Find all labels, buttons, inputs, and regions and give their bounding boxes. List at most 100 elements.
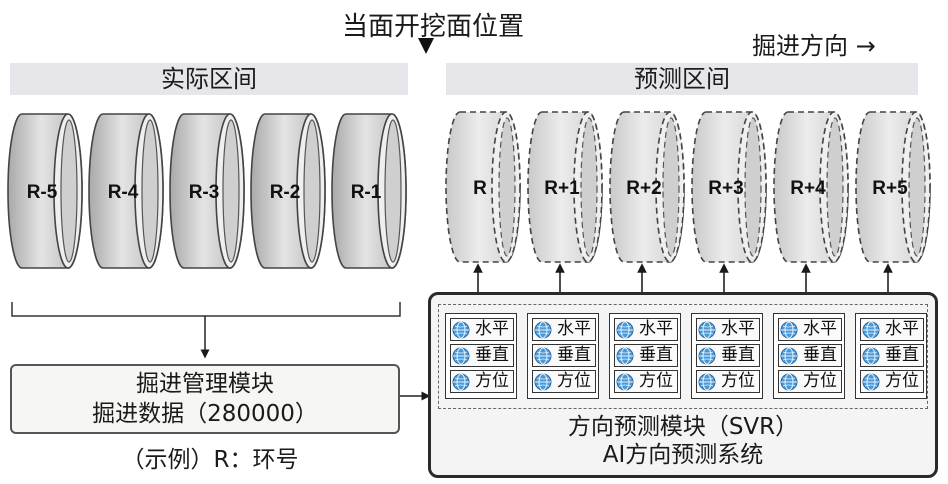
ring-label: R-3: [189, 182, 220, 203]
output-cell: 垂直: [614, 344, 678, 367]
output-cell: 方位: [778, 370, 842, 393]
predicted-ring-rplus3: R+3: [691, 111, 767, 263]
globe-icon: [862, 373, 880, 391]
output-cell: 方位: [614, 370, 678, 393]
ai-system-title: AI方向预测系统: [602, 442, 764, 468]
ai-direction-prediction-system: 水平垂直方位水平垂直方位水平垂直方位水平垂直方位水平垂直方位水平垂直方位 方向预…: [428, 292, 938, 478]
output-label: 方位: [639, 371, 673, 391]
mgmt-module-data: 掘进数据（280000）: [92, 401, 318, 427]
predicted-ring-r: R: [445, 111, 521, 263]
predicted-ring-group: R R+1 R+2 R+3 R+4 R+5: [445, 111, 931, 263]
output-cell: 垂直: [860, 344, 924, 367]
svr-output-box: 水平垂直方位: [773, 313, 845, 399]
output-cell: 方位: [450, 370, 514, 393]
globe-icon: [862, 347, 880, 365]
actual-ring-r-2: R-2: [250, 113, 326, 269]
output-cell: 水平: [532, 318, 596, 341]
output-cell: 水平: [860, 318, 924, 341]
excavation-management-module: 掘进管理模块 掘进数据（280000）: [10, 364, 400, 434]
ring-label: R+5: [872, 178, 908, 199]
globe-icon: [534, 347, 552, 365]
actual-ring-r-5: R-5: [7, 113, 83, 269]
globe-icon: [452, 321, 470, 339]
output-cell: 方位: [860, 370, 924, 393]
output-label: 垂直: [803, 345, 837, 365]
globe-icon: [616, 321, 634, 339]
ring-label: R+2: [626, 178, 661, 199]
output-label: 垂直: [721, 345, 755, 365]
svr-output-group: 水平垂直方位水平垂直方位水平垂直方位水平垂直方位水平垂直方位水平垂直方位: [431, 295, 935, 415]
output-label: 水平: [885, 319, 919, 339]
output-cell: 方位: [696, 370, 760, 393]
output-cell: 水平: [778, 318, 842, 341]
output-cell: 垂直: [778, 344, 842, 367]
ring-label: R+4: [790, 178, 826, 199]
globe-icon: [780, 373, 798, 391]
output-label: 垂直: [639, 345, 673, 365]
advance-direction-label: 掘进方向 →: [752, 32, 876, 60]
output-label: 垂直: [475, 345, 509, 365]
predicted-ring-rplus4: R+4: [773, 111, 849, 263]
output-cell: 垂直: [532, 344, 596, 367]
actual-bracket: [11, 302, 401, 317]
output-label: 方位: [721, 371, 755, 391]
predicted-ring-rplus1: R+1: [527, 111, 603, 263]
globe-icon: [452, 373, 470, 391]
ring-label: R+1: [544, 178, 580, 199]
direction-prediction-module: [438, 304, 928, 409]
svr-output-box: 水平垂直方位: [691, 313, 763, 399]
ring-number-note: （示例）R：环号: [121, 447, 299, 473]
globe-icon: [534, 321, 552, 339]
actual-ring-r-3: R-3: [169, 113, 245, 269]
actual-ring-r-4: R-4: [88, 113, 164, 269]
predicted-interval-band: 预测区间: [446, 63, 918, 95]
globe-icon: [780, 321, 798, 339]
output-cell: 垂直: [696, 344, 760, 367]
actual-ring-group: R-5 R-4 R-3 R-2 R-1: [7, 113, 407, 269]
output-label: 方位: [557, 371, 591, 391]
svr-output-box: 水平垂直方位: [855, 313, 927, 399]
ring-label: R-1: [351, 182, 382, 203]
svr-output-box: 水平垂直方位: [527, 313, 599, 399]
globe-icon: [780, 347, 798, 365]
output-label: 水平: [475, 319, 509, 339]
output-label: 水平: [639, 319, 673, 339]
output-cell: 水平: [696, 318, 760, 341]
globe-icon: [698, 347, 716, 365]
output-cell: 水平: [450, 318, 514, 341]
ring-label: R-2: [270, 182, 301, 203]
output-cell: 垂直: [450, 344, 514, 367]
output-label: 垂直: [557, 345, 591, 365]
ring-label: R: [473, 178, 487, 199]
excavation-face-label: 当面开挖面位置: [341, 12, 524, 42]
output-label: 水平: [803, 319, 837, 339]
predicted-interval-title: 预测区间: [634, 65, 730, 93]
globe-icon: [534, 373, 552, 391]
ring-label: R-5: [27, 182, 58, 203]
actual-interval-band: 实际区间: [10, 63, 408, 95]
globe-icon: [698, 373, 716, 391]
output-label: 垂直: [885, 345, 919, 365]
globe-icon: [698, 321, 716, 339]
output-cell: 方位: [532, 370, 596, 393]
ring-label: R-4: [108, 182, 139, 203]
globe-icon: [862, 321, 880, 339]
svr-output-box: 水平垂直方位: [445, 313, 517, 399]
output-label: 方位: [803, 371, 837, 391]
globe-icon: [616, 373, 634, 391]
output-label: 水平: [721, 319, 755, 339]
output-label: 水平: [557, 319, 591, 339]
svr-output-box: 水平垂直方位: [609, 313, 681, 399]
predicted-ring-rplus5: R+5: [855, 111, 931, 263]
ring-label: R+3: [708, 178, 743, 199]
globe-icon: [616, 347, 634, 365]
output-cell: 水平: [614, 318, 678, 341]
predicted-ring-rplus2: R+2: [609, 111, 685, 263]
actual-interval-title: 实际区间: [161, 65, 257, 93]
output-label: 方位: [475, 371, 509, 391]
actual-ring-r-1: R-1: [331, 113, 407, 269]
svr-module-title: 方向预测模块（SVR）: [567, 414, 799, 440]
excavation-face-marker: [418, 38, 434, 54]
output-label: 方位: [885, 371, 919, 391]
